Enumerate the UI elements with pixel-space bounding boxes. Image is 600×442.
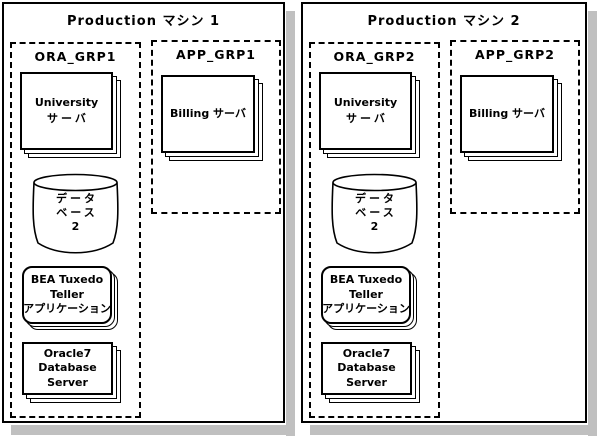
app-name-line: アプリケーション — [322, 302, 410, 316]
database-label-line: データ — [355, 192, 397, 205]
machine-1-title: Production マシン 1 — [66, 14, 221, 29]
cylinder-shape — [32, 173, 119, 254]
machine-2-title: Production マシン 2 — [367, 14, 521, 29]
database-label-line: データ — [56, 192, 98, 205]
database-cylinder: データ ベース 2 — [331, 173, 418, 258]
billing-server-box: Billing サーバ — [161, 75, 255, 153]
app-name-line: Teller — [349, 287, 383, 301]
tuxedo-application-box: BEA Tuxedo Teller アプリケーション — [22, 266, 112, 324]
university-server-box: University サーバ — [319, 72, 412, 150]
machine-2-shadow-bottom — [310, 425, 597, 435]
billing-server-box: Billing サーバ — [460, 75, 554, 153]
app-grp2-label: APP_GRP2 — [475, 47, 555, 62]
server-name-line: Database — [38, 361, 97, 375]
app-name-line: Teller — [50, 287, 84, 301]
oracle-server-box: Oracle7 Database Server — [321, 342, 412, 395]
oracle-server-box: Oracle7 Database Server — [22, 342, 113, 395]
ora-grp2-label: ORA_GRP2 — [333, 49, 416, 64]
database-cylinder: データ ベース 2 — [32, 173, 119, 258]
database-label-line: 2 — [370, 220, 379, 233]
server-name-line: Oracle7 — [342, 346, 391, 360]
server-name-line: Database — [337, 361, 396, 375]
ora-grp1-group-box: ORA_GRP1 University サーバ データ ベース 2 — [10, 42, 141, 418]
database-label-line: 2 — [71, 220, 80, 233]
database-label-line: ベース — [56, 206, 98, 219]
ora-grp1-label: ORA_GRP1 — [34, 49, 117, 64]
ora-grp2-group-box: ORA_GRP2 University サーバ データ ベース 2 — [309, 42, 440, 418]
server-name-line: Billing サーバ — [469, 107, 545, 120]
database-label: データ ベース 2 — [32, 192, 119, 234]
database-label: データ ベース 2 — [331, 192, 418, 234]
tuxedo-application-box: BEA Tuxedo Teller アプリケーション — [321, 266, 411, 324]
production-machine-1-box: Production マシン 1 ORA_GRP1 University サーバ… — [2, 2, 295, 436]
university-server-box: University サーバ — [20, 72, 113, 150]
machine-1-shadow-bottom — [11, 425, 295, 435]
server-name-line: Billing サーバ — [170, 107, 246, 120]
app-grp1-group-box: APP_GRP1 Billing サーバ — [151, 40, 281, 214]
machine-1-shadow-right — [286, 11, 295, 436]
app-grp2-group-box: APP_GRP2 Billing サーバ — [450, 40, 580, 214]
server-name-line: Server — [346, 375, 387, 389]
cylinder-shape — [331, 173, 418, 254]
server-name-line: Server — [47, 375, 88, 389]
machine-2-shadow-right — [588, 11, 597, 436]
app-grp1-label: APP_GRP1 — [176, 47, 256, 62]
app-name-line: アプリケーション — [23, 302, 111, 316]
server-name-line: University — [333, 96, 398, 109]
server-name-line: サーバ — [47, 112, 89, 125]
database-label-line: ベース — [355, 206, 397, 219]
server-name-line: Oracle7 — [43, 346, 92, 360]
server-name-line: サーバ — [346, 112, 388, 125]
server-name-line: University — [34, 96, 99, 109]
production-machine-2-box: Production マシン 2 ORA_GRP2 University サーバ… — [301, 2, 597, 436]
app-name-line: BEA Tuxedo — [30, 273, 104, 287]
app-name-line: BEA Tuxedo — [329, 273, 403, 287]
